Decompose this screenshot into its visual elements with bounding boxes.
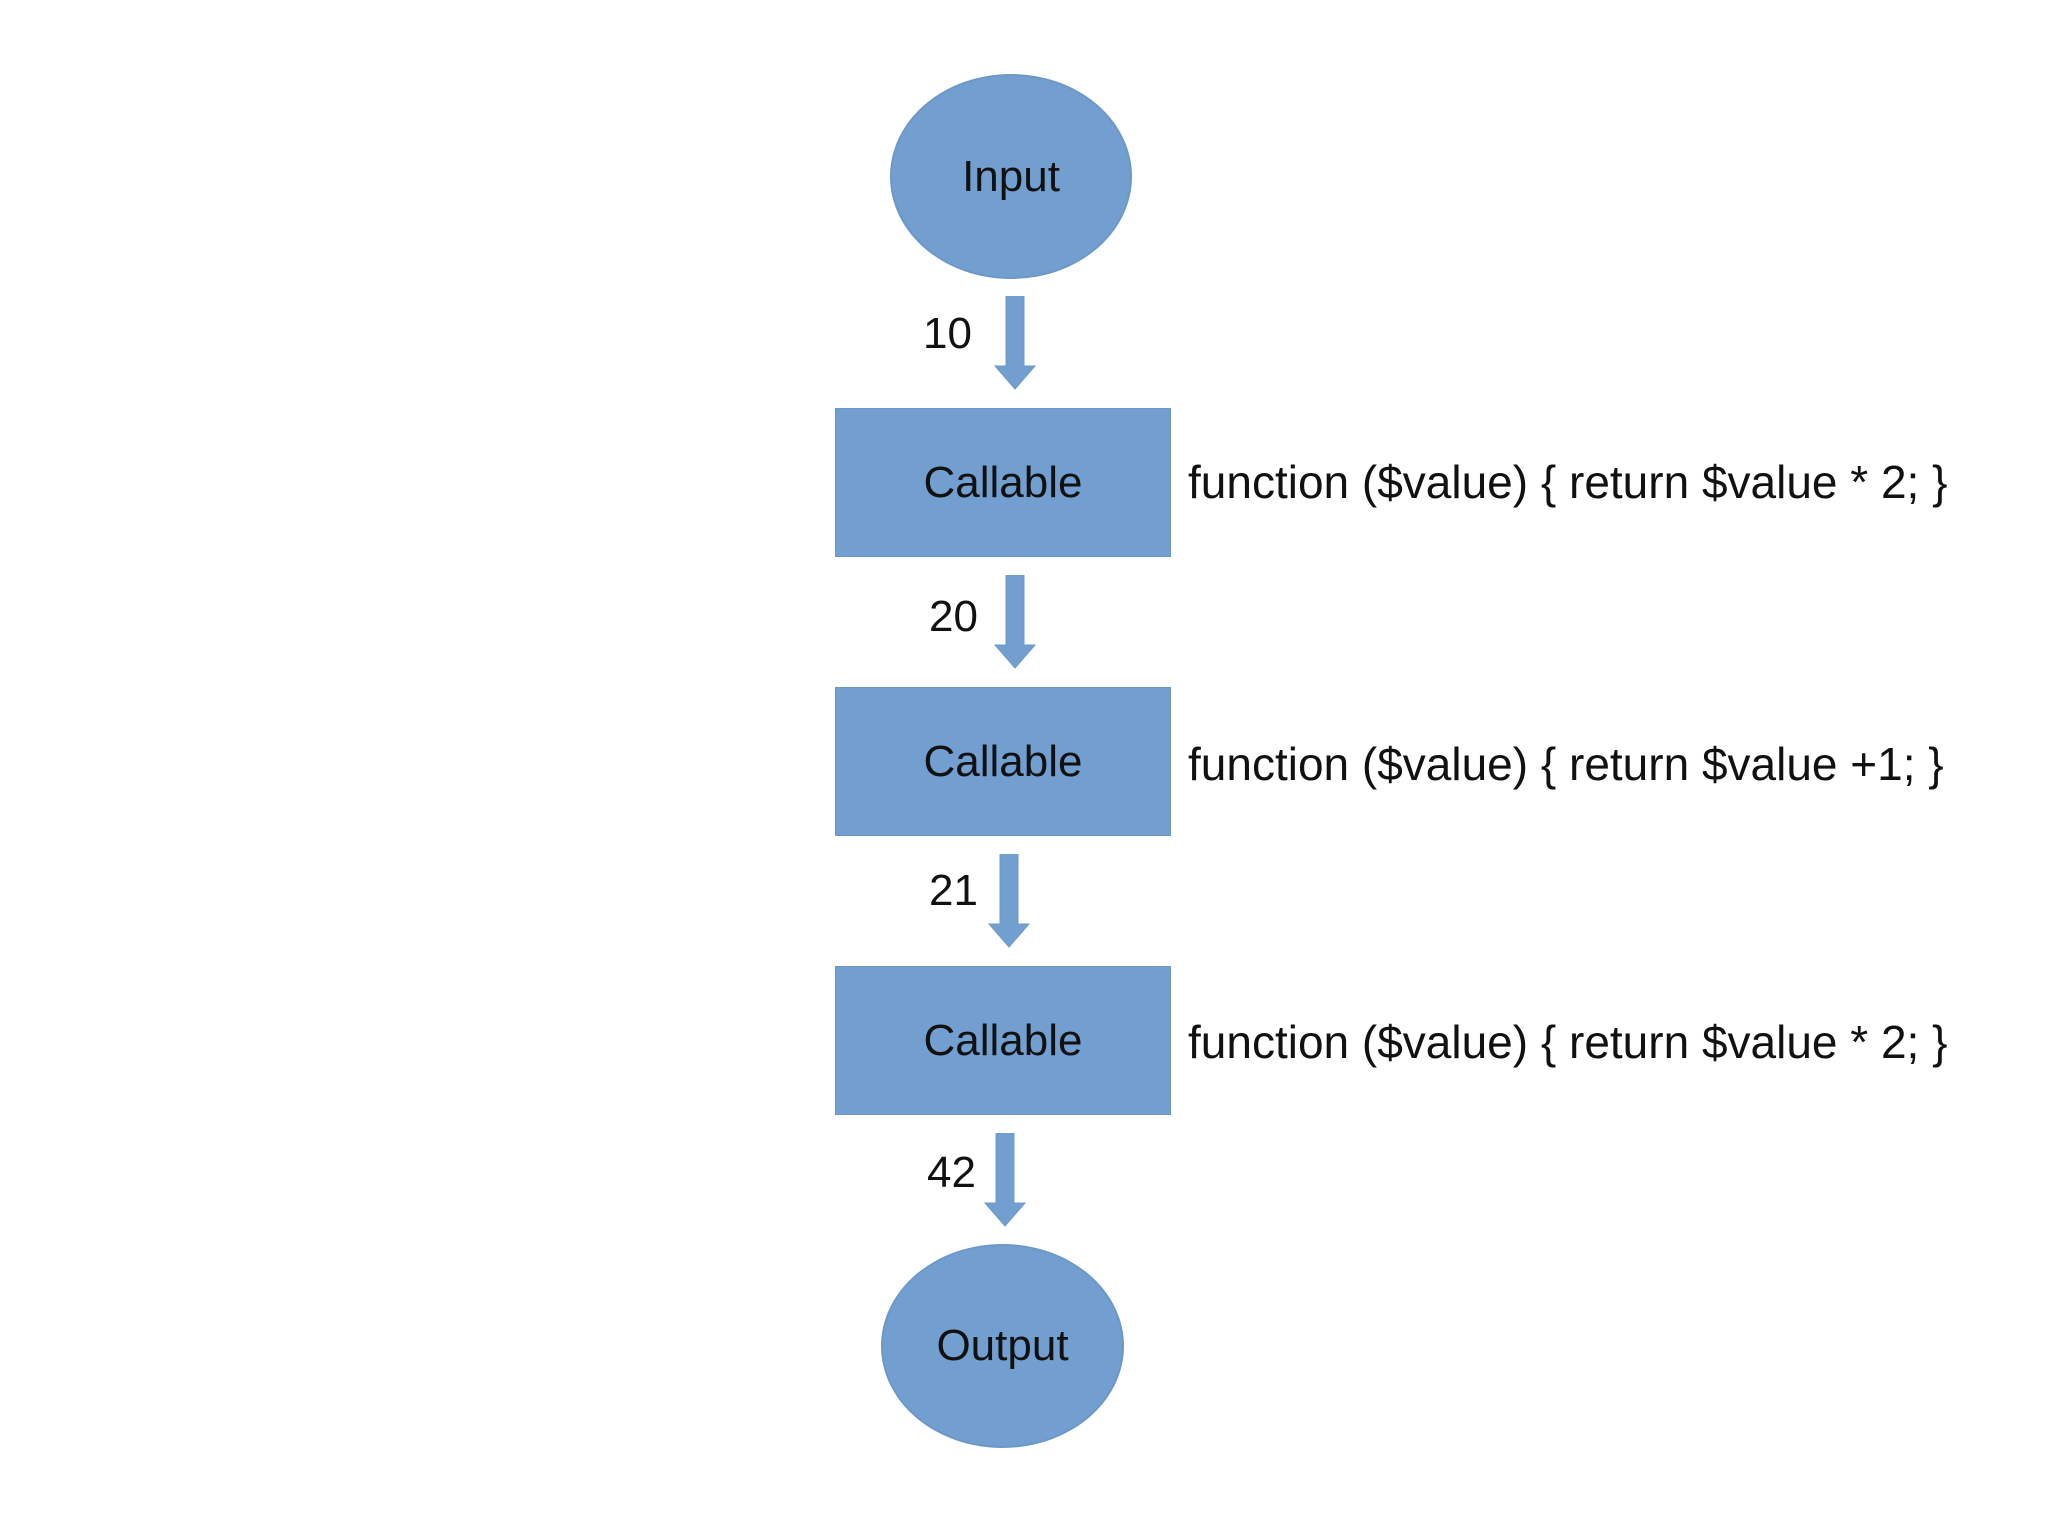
callable-node-label: Callable	[923, 1015, 1083, 1065]
edge-value-1: 10	[923, 309, 972, 358]
function-code-2: function ($value) { return $value +1; }	[1188, 738, 1944, 790]
function-code-3: function ($value) { return $value * 2; }	[1188, 1016, 1948, 1068]
output-node: Output	[881, 1244, 1124, 1448]
function-code-1: function ($value) { return $value * 2; }	[1188, 456, 1948, 508]
callable-node-2: Callable	[835, 687, 1171, 836]
edge-value-4: 42	[927, 1148, 976, 1197]
arrow-down-icon	[993, 575, 1037, 671]
arrow-down-icon	[983, 1133, 1027, 1229]
input-node-label: Input	[962, 151, 1060, 201]
arrow-down-icon	[993, 296, 1037, 392]
callable-node-label: Callable	[923, 457, 1083, 507]
callable-node-3: Callable	[835, 966, 1171, 1115]
callable-node-label: Callable	[923, 736, 1083, 786]
edge-value-3: 21	[929, 866, 978, 915]
edge-value-2: 20	[929, 592, 978, 641]
callable-node-1: Callable	[835, 408, 1171, 557]
arrow-down-icon	[987, 854, 1031, 950]
output-node-label: Output	[936, 1321, 1069, 1370]
input-node: Input	[890, 74, 1132, 279]
